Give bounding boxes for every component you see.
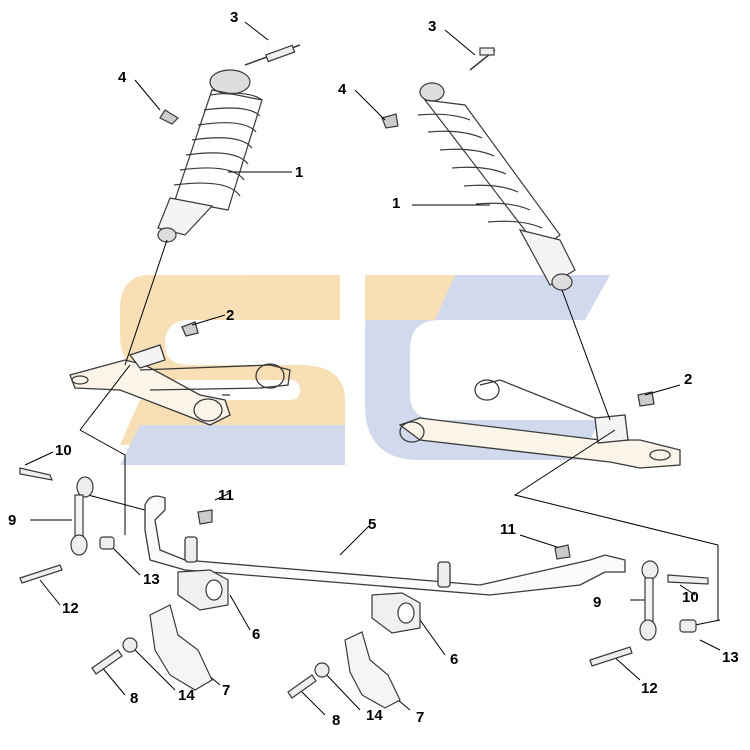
link-rod-right [554, 544, 709, 667]
label-nut-upper-left: 4 [118, 69, 127, 86]
a-arm-right [398, 379, 681, 469]
label-link-bolt-lower-left: 12 [62, 600, 79, 617]
stabilizer-bar [144, 495, 626, 596]
label-link-collar-right: 13 [722, 649, 739, 666]
label-link-bolt-lower-right: 12 [641, 680, 658, 697]
label-link-bolt-upper-left: 10 [55, 442, 72, 459]
label-nut-upper-right: 4 [338, 81, 347, 98]
label-bracket-bolt-left: 8 [130, 690, 139, 707]
label-bracket-left: 7 [222, 682, 231, 699]
label-shock-absorber-left: 1 [295, 164, 304, 181]
label-nut-lower-left: 2 [226, 307, 235, 324]
label-link-bolt-upper-right: 10 [682, 589, 699, 606]
link-rod-left [19, 467, 213, 584]
label-shock-absorber-right: 1 [392, 195, 401, 212]
label-stabilizer-bar: 5 [368, 516, 377, 533]
label-link-rod-right: 9 [593, 594, 602, 611]
label-nut-lower-right: 2 [684, 371, 693, 388]
label-bracket-bolt-right: 8 [332, 712, 341, 729]
bracket-parts [91, 604, 401, 709]
label-washer-right: 14 [366, 707, 383, 724]
label-bar-nut-right: 11 [500, 521, 516, 538]
label-bracket-right: 7 [416, 709, 425, 726]
bushing-parts [177, 569, 421, 634]
label-bushing-right: 6 [450, 651, 459, 668]
label-bushing-left: 6 [252, 626, 261, 643]
label-bolt-upper-right: 3 [428, 18, 437, 35]
shock-absorber-left [157, 44, 301, 243]
label-washer-left: 14 [178, 687, 195, 704]
label-bolt-upper-left: 3 [230, 9, 239, 26]
shock-absorber-right [381, 47, 576, 291]
label-link-rod-left: 9 [8, 512, 17, 529]
leader-lines [24, 21, 721, 716]
label-bar-nut-left: 11 [218, 487, 234, 504]
a-arm-left [69, 321, 291, 426]
label-link-collar-left: 13 [143, 571, 160, 588]
